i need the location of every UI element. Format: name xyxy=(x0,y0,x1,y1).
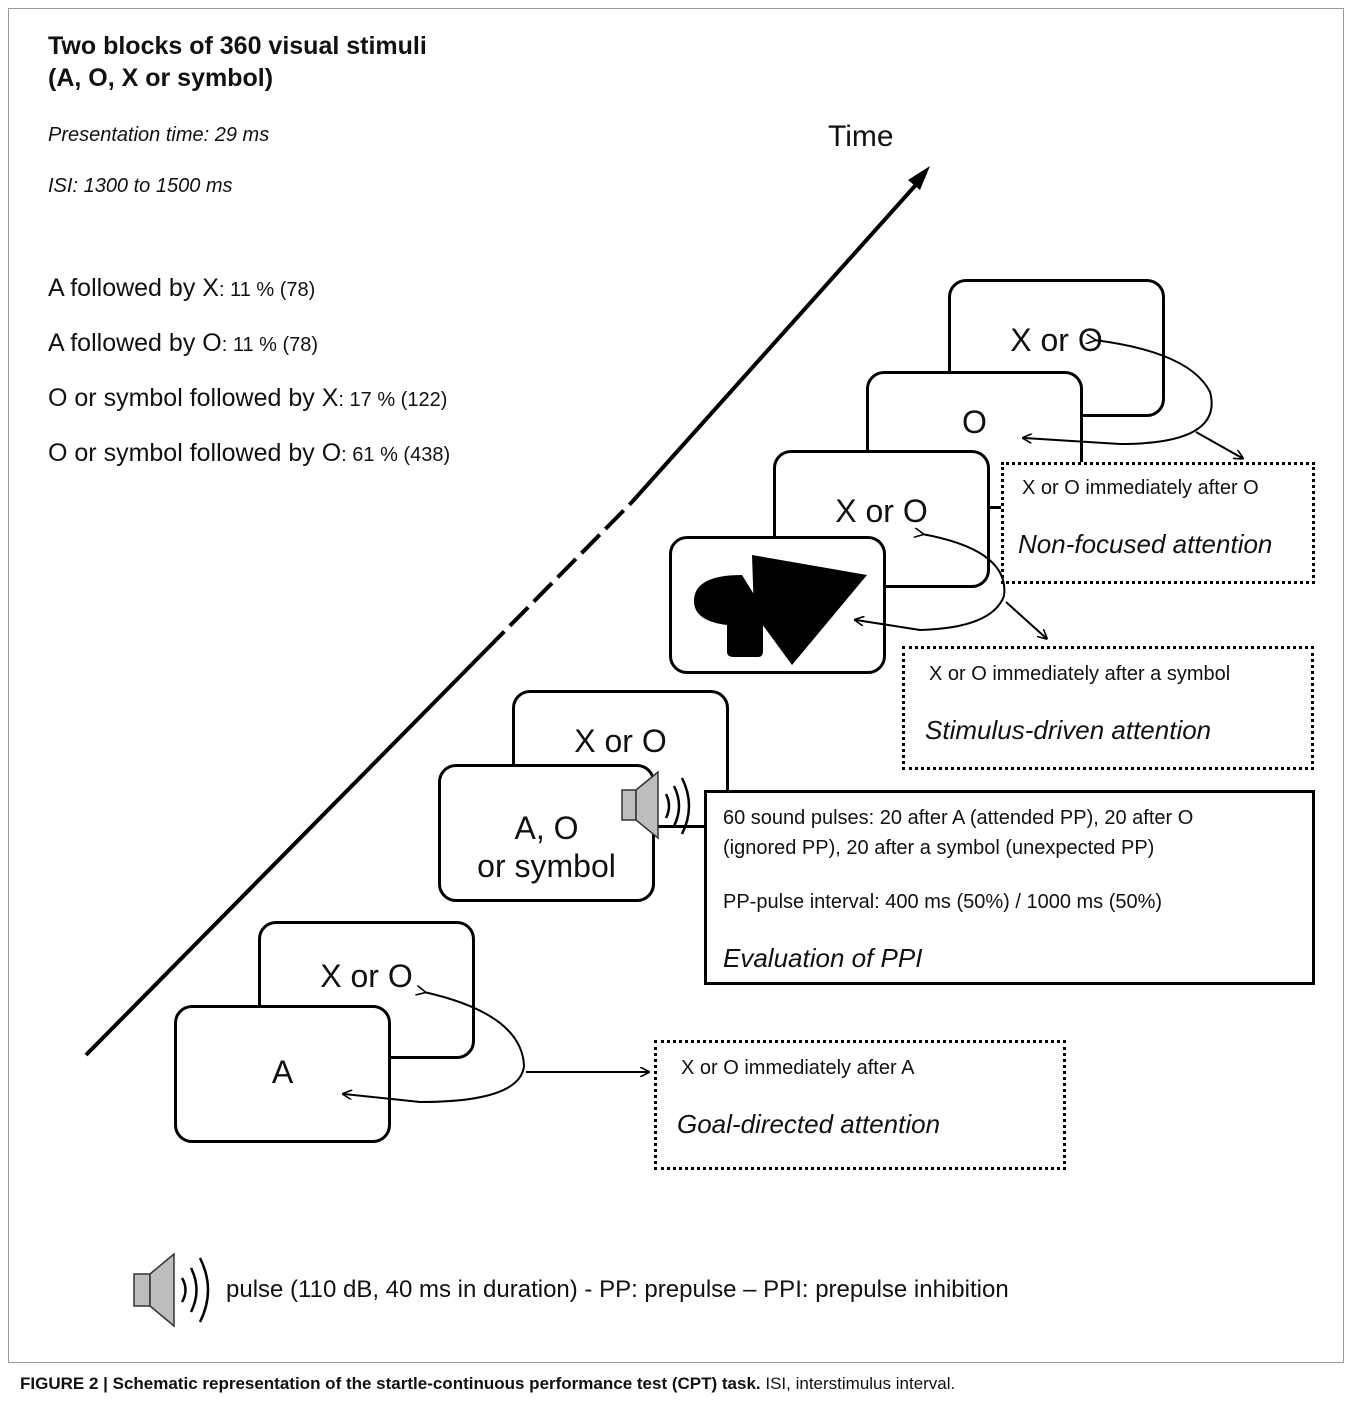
figure-frame xyxy=(8,8,1344,1363)
stimulus-driven-attention-box: X or O immediately after a symbol Stimul… xyxy=(902,646,1314,770)
isi-text: ISI: 1300 to 1500 ms xyxy=(48,175,233,197)
symbol-shape xyxy=(694,555,867,665)
diagram-title: Two blocks of 360 visual stimuli (A, O, … xyxy=(48,32,427,92)
goal-directed-attention-box: X or O immediately after A Goal-directed… xyxy=(654,1040,1066,1170)
legend-text: pulse (110 dB, 40 ms in duration) - PP: … xyxy=(226,1276,1009,1303)
symbol-card xyxy=(669,536,886,674)
stimulus-card: A, O or symbol xyxy=(438,764,655,902)
nonfocused-attention-box: X or O immediately after O Non-focused a… xyxy=(1001,462,1315,584)
figure-caption: FIGURE 2 | Schematic representation of t… xyxy=(20,1374,956,1393)
presentation-time: Presentation time: 29 ms xyxy=(48,124,270,146)
ppi-evaluation-box: 60 sound pulses: 20 after A (attended PP… xyxy=(704,790,1315,985)
probability-item: O or symbol followed by X: 17 % (122) xyxy=(48,384,448,412)
probability-item: A followed by X: 11 % (78) xyxy=(48,274,316,302)
probability-item: A followed by O: 11 % (78) xyxy=(48,329,319,357)
probability-item: O or symbol followed by O: 61 % (438) xyxy=(48,439,451,467)
time-label: Time xyxy=(828,120,894,153)
